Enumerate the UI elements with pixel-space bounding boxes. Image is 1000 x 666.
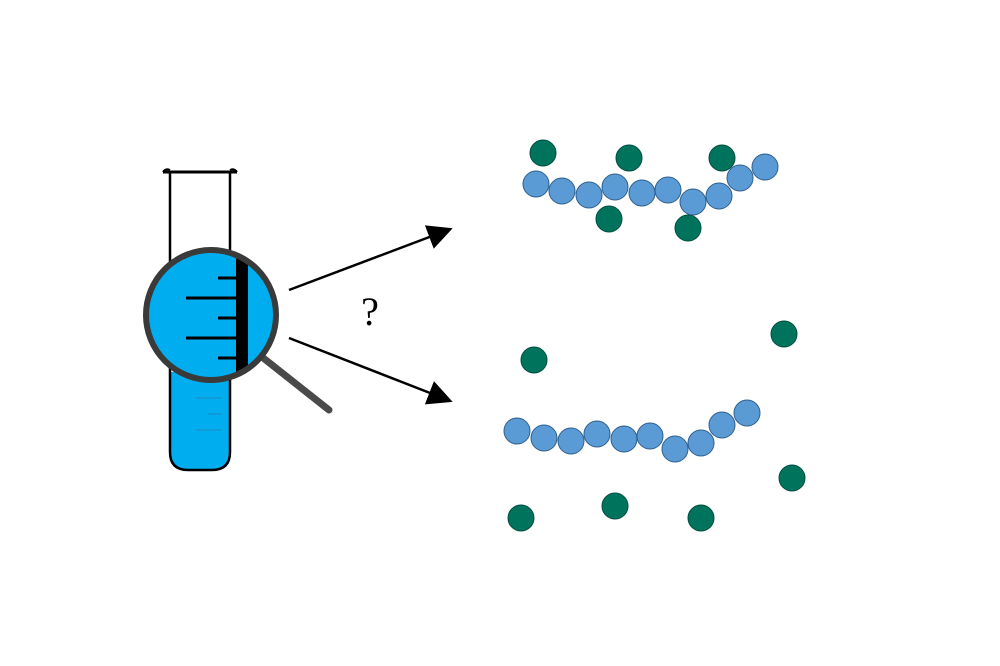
free-particle	[615, 144, 643, 172]
tube-liquid	[170, 372, 230, 470]
polymer-chain-bottom	[503, 399, 761, 463]
free-particle	[770, 320, 798, 348]
outcome-dispersed	[503, 320, 806, 532]
free-particle	[529, 139, 557, 167]
arrow-to-bound-outcome	[288, 225, 453, 292]
chain-bead	[575, 181, 603, 209]
chain-bead	[636, 422, 664, 450]
chain-bead	[705, 182, 733, 210]
polymer-chain-top	[522, 153, 779, 216]
free-particle	[520, 346, 548, 374]
magnifying-glass-icon	[143, 247, 333, 414]
question-mark-label: ?	[361, 289, 379, 334]
chain-bead	[522, 170, 550, 198]
free-particle	[507, 504, 535, 532]
free-particle	[674, 214, 702, 242]
tube-graduations	[196, 397, 222, 431]
chain-bead	[610, 425, 638, 453]
chain-bead	[530, 424, 558, 452]
chain-bead	[751, 153, 779, 181]
arrow-to-dispersed-outcome	[288, 336, 453, 405]
chain-bead	[628, 179, 656, 207]
magnified-graduations	[186, 276, 240, 360]
magnifier-handle	[258, 353, 333, 414]
chain-bead	[726, 164, 754, 192]
chain-bead	[687, 429, 715, 457]
chain-bead	[557, 427, 585, 455]
magnifier-rim	[143, 247, 279, 383]
chain-bead	[503, 417, 531, 445]
chain-bead	[661, 435, 689, 463]
free-particle	[778, 464, 806, 492]
free-particles-bottom	[507, 320, 806, 532]
chain-bead	[733, 399, 761, 427]
chain-bead	[708, 411, 736, 439]
free-particle	[595, 205, 623, 233]
test-tube-icon	[162, 168, 238, 472]
chain-bead	[601, 173, 629, 201]
outcome-arrows	[288, 225, 453, 405]
chain-bead	[583, 420, 611, 448]
free-particles-top	[529, 139, 736, 242]
free-particle	[601, 492, 629, 520]
tube-outline	[168, 172, 232, 472]
outcome-bound	[522, 139, 779, 242]
free-particle	[708, 144, 736, 172]
chain-bead	[654, 176, 682, 204]
chain-bead	[679, 188, 707, 216]
free-particle	[687, 504, 715, 532]
magnified-tube-wall	[236, 252, 248, 378]
chain-bead	[548, 177, 576, 205]
